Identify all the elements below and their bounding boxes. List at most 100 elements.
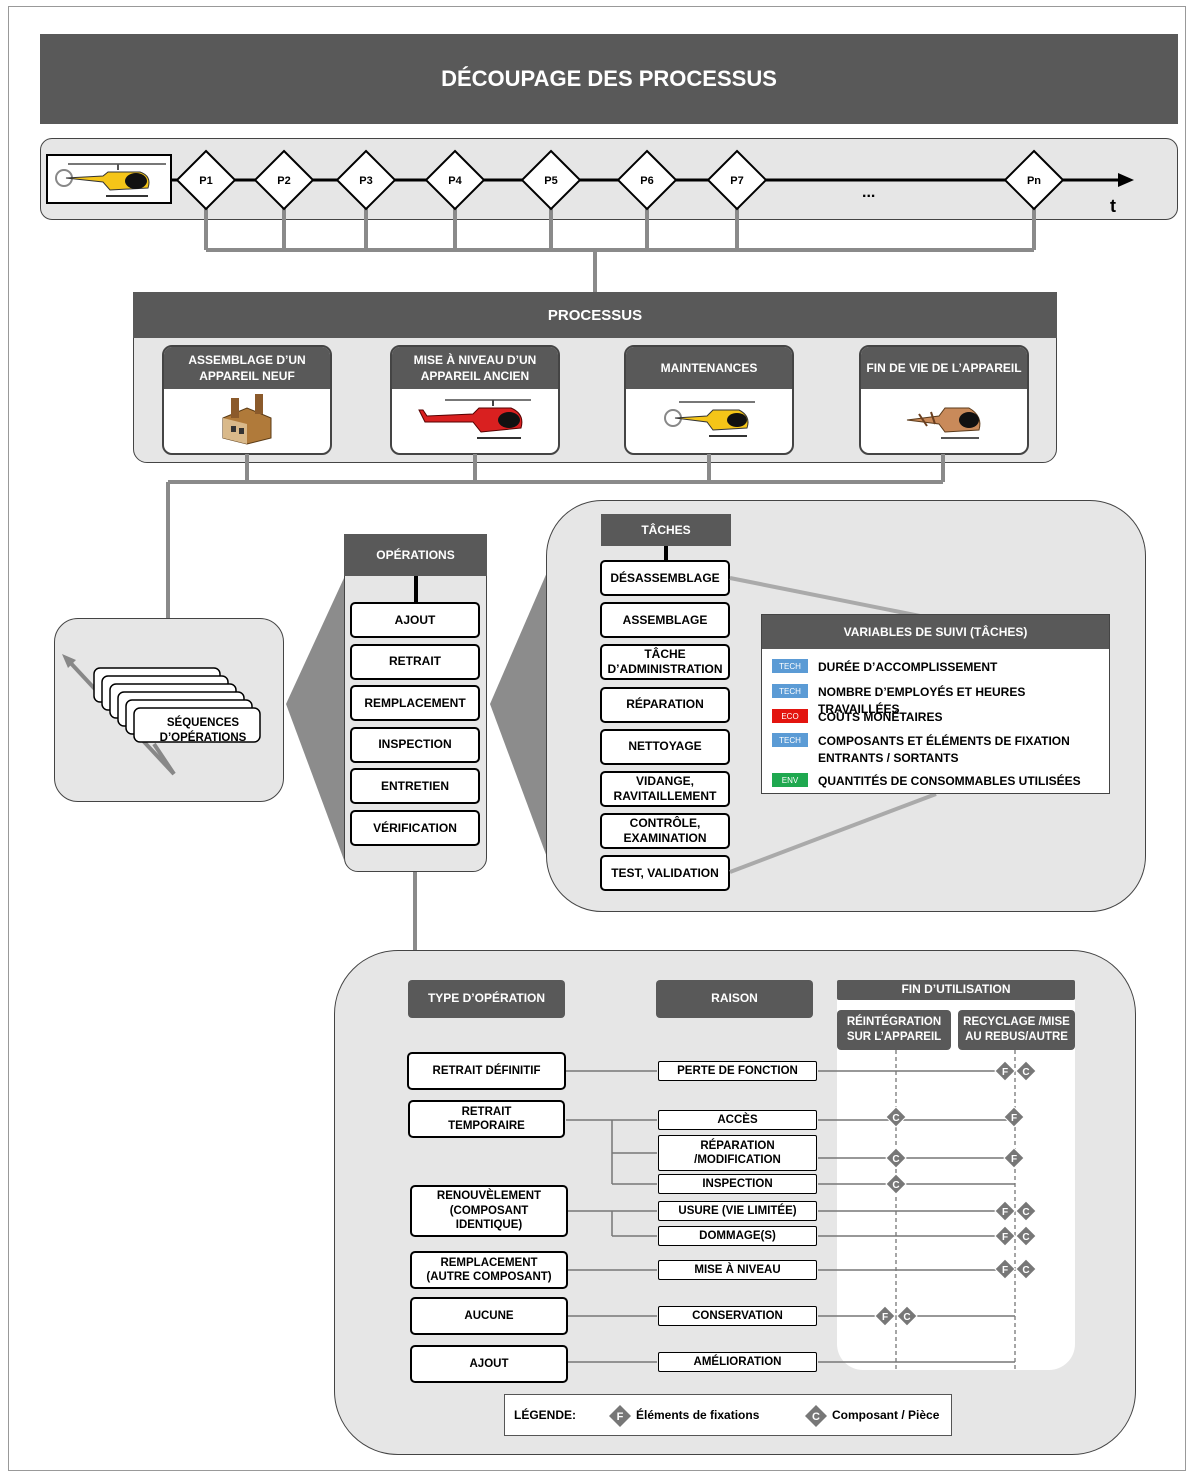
timeline-step-1: P1 bbox=[175, 149, 237, 211]
svg-text:C: C bbox=[892, 1154, 899, 1165]
legend-label: LÉGENDE: bbox=[514, 1408, 577, 1422]
fin-col-reintegration: RÉINTÉGRATION SUR L’APPAREIL bbox=[837, 1010, 951, 1050]
svg-text:F: F bbox=[1002, 1265, 1008, 1276]
variable-text: DURÉE D’ACCOMPLISSEMENT bbox=[818, 660, 998, 674]
operation-type-box[interactable]: RETRAIT TEMPORAIRE bbox=[408, 1100, 565, 1138]
timeline-step-8: Pn bbox=[1003, 149, 1065, 211]
sequences-label: SÉQUENCES D’OPÉRATIONS bbox=[159, 717, 247, 744]
svg-text:F: F bbox=[1011, 1113, 1017, 1124]
svg-text:C: C bbox=[1022, 1265, 1029, 1276]
legend-f-text: Éléments de fixations bbox=[636, 1408, 760, 1422]
fin-utilisation-area bbox=[837, 996, 1075, 1370]
taches-stem bbox=[664, 546, 668, 560]
variable-tag: TECH bbox=[772, 733, 808, 747]
operation-type-box[interactable]: RENOUVÈLEMENT (COMPOSANT IDENTIQUE) bbox=[410, 1185, 568, 1237]
component-marker: C bbox=[885, 1147, 907, 1169]
variable-tag: TECH bbox=[772, 684, 808, 698]
reason-box[interactable]: PERTE DE FONCTION bbox=[658, 1061, 817, 1081]
wrecked-helicopter-icon bbox=[861, 389, 1027, 449]
taches-title: TÂCHES bbox=[601, 514, 731, 546]
legend-c-icon: C bbox=[805, 1405, 827, 1427]
timeline-step-7: P7 bbox=[706, 149, 768, 211]
reason-box[interactable]: ACCÈS bbox=[658, 1110, 817, 1130]
fin-col-recyclage: RECYCLAGE /MISE AU REBUS/AUTRE bbox=[958, 1010, 1075, 1050]
operation-type-box[interactable]: REMPLACEMENT (AUTRE COMPOSANT) bbox=[410, 1251, 568, 1289]
variables-title: VARIABLES DE SUIVI (TÂCHES) bbox=[762, 615, 1109, 649]
variable-tag: TECH bbox=[772, 659, 808, 673]
component-marker: C bbox=[885, 1106, 907, 1128]
operation-item[interactable]: VÉRIFICATION bbox=[350, 810, 480, 846]
reason-box[interactable]: AMÉLIORATION bbox=[658, 1352, 817, 1372]
fixation-marker: F bbox=[994, 1258, 1016, 1280]
process-card-4[interactable]: FIN DE VIE DE L’APPAREIL bbox=[859, 345, 1029, 455]
diagram-frame bbox=[8, 6, 1186, 1471]
svg-text:F: F bbox=[1011, 1154, 1017, 1165]
operations-stem bbox=[414, 576, 418, 602]
sequences-graphic bbox=[62, 654, 261, 776]
variable-text: QUANTITÉS DE CONSOMMABLES UTILISÉES bbox=[818, 774, 1081, 788]
task-item[interactable]: VIDANGE, RAVITAILLEMENT bbox=[600, 771, 730, 807]
reason-box[interactable]: RÉPARATION /MODIFICATION bbox=[658, 1135, 817, 1171]
page-title: DÉCOUPAGE DES PROCESSUS bbox=[40, 34, 1178, 124]
operation-item[interactable]: REMPLACEMENT bbox=[350, 685, 480, 722]
reason-box[interactable]: INSPECTION bbox=[658, 1174, 817, 1194]
variable-text: COÛTS MONÉTAIRES bbox=[818, 710, 943, 724]
red-helicopter-icon bbox=[392, 389, 558, 449]
task-item[interactable]: NETTOYAGE bbox=[600, 728, 730, 765]
reason-box[interactable]: CONSERVATION bbox=[658, 1306, 817, 1326]
operation-type-box[interactable]: AJOUT bbox=[410, 1345, 568, 1383]
operation-item[interactable]: AJOUT bbox=[350, 602, 480, 638]
task-item[interactable]: CONTRÔLE, EXAMINATION bbox=[600, 813, 730, 850]
process-card-label: FIN DE VIE DE L’APPAREIL bbox=[861, 347, 1027, 389]
operation-type-box[interactable]: RETRAIT DÉFINITIF bbox=[407, 1052, 566, 1090]
svg-text:C: C bbox=[1022, 1232, 1029, 1243]
component-marker: C bbox=[1015, 1060, 1037, 1082]
svg-text:P4: P4 bbox=[448, 175, 462, 187]
task-item[interactable]: TÂCHE D’ADMINISTRATION bbox=[600, 644, 730, 681]
svg-text:F: F bbox=[617, 1411, 624, 1423]
process-card-2[interactable]: MISE À NIVEAU D’UN APPAREIL ANCIEN bbox=[390, 345, 560, 455]
operation-item[interactable]: ENTRETIEN bbox=[350, 768, 480, 805]
zoom-triangles bbox=[286, 570, 548, 860]
operation-item[interactable]: INSPECTION bbox=[350, 726, 480, 763]
process-card-label: ASSEMBLAGE D’UN APPAREIL NEUF bbox=[164, 347, 330, 389]
reason-box[interactable]: DOMMAGE(S) bbox=[658, 1226, 817, 1246]
timeline-step-5: P5 bbox=[520, 149, 582, 211]
operations-to-bottom-line bbox=[413, 872, 417, 952]
operation-item[interactable]: RETRAIT bbox=[350, 643, 480, 680]
yellow-helicopter-icon bbox=[626, 389, 792, 449]
svg-text:C: C bbox=[892, 1180, 899, 1191]
task-item[interactable]: ASSEMBLAGE bbox=[600, 602, 730, 639]
svg-text:F: F bbox=[1002, 1067, 1008, 1078]
svg-text:C: C bbox=[812, 1411, 820, 1423]
fin-utilisation-header: FIN D’UTILISATION bbox=[837, 980, 1075, 1000]
fixation-marker: F bbox=[994, 1200, 1016, 1222]
task-item[interactable]: TEST, VALIDATION bbox=[600, 855, 730, 892]
operations-title: OPÉRATIONS bbox=[344, 534, 487, 576]
yellow-helicopter-icon bbox=[55, 163, 166, 197]
variable-row: ECO COÛTS MONÉTAIRES bbox=[772, 709, 1098, 726]
component-marker: C bbox=[1015, 1258, 1037, 1280]
svg-text:Pn: Pn bbox=[1027, 175, 1041, 187]
raison-header: RAISON bbox=[656, 980, 813, 1018]
variables-zoom-lines bbox=[729, 576, 937, 874]
legend-f-icon: F bbox=[609, 1405, 631, 1427]
svg-text:C: C bbox=[892, 1113, 899, 1124]
svg-text:F: F bbox=[882, 1312, 888, 1323]
reason-box[interactable]: MISE À NIVEAU bbox=[658, 1260, 817, 1280]
process-card-label: MISE À NIVEAU D’UN APPAREIL ANCIEN bbox=[392, 347, 558, 389]
svg-text:P3: P3 bbox=[359, 175, 372, 187]
operation-type-box[interactable]: AUCUNE bbox=[410, 1297, 568, 1335]
task-item[interactable]: DÉSASSEMBLAGE bbox=[600, 560, 730, 596]
reason-box[interactable]: USURE (VIE LIMITÉE) bbox=[658, 1201, 817, 1221]
variable-tag: ECO bbox=[772, 709, 808, 723]
component-marker: C bbox=[885, 1173, 907, 1195]
timeline-step-6: P6 bbox=[616, 149, 678, 211]
task-item[interactable]: RÉPARATION bbox=[600, 686, 730, 723]
helicopter-thumbnail bbox=[46, 154, 172, 204]
process-card-1[interactable]: ASSEMBLAGE D’UN APPAREIL NEUF bbox=[162, 345, 332, 455]
